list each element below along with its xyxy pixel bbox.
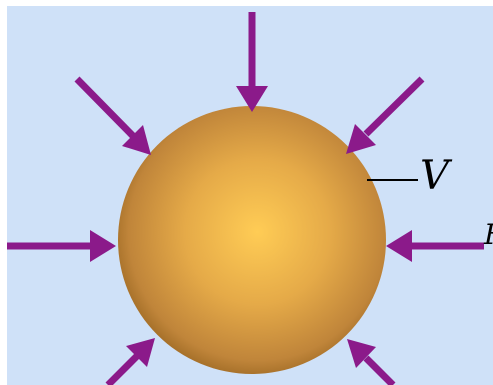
arrow-bottom-right bbox=[347, 339, 396, 385]
sphere bbox=[118, 106, 386, 374]
arrow-top-left bbox=[74, 76, 151, 155]
arrow-top bbox=[236, 12, 268, 112]
arrow-right bbox=[386, 230, 484, 262]
arrow-bottom-left bbox=[105, 338, 155, 385]
arrow-top-right bbox=[346, 76, 425, 154]
arrow-left bbox=[7, 230, 116, 262]
force-label-clipped: F bbox=[484, 221, 493, 249]
volume-label: V bbox=[420, 153, 449, 199]
